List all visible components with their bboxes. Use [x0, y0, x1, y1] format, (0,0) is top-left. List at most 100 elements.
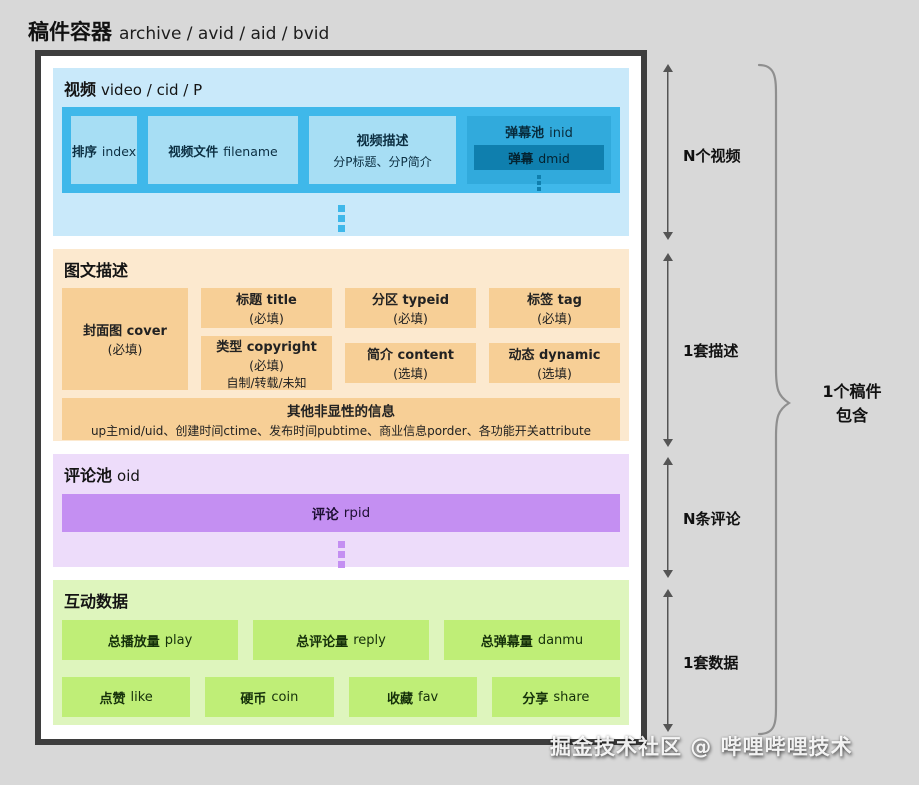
page-title-zh: 稿件容器	[28, 20, 112, 44]
tag-box: 标签 tag (必填)	[489, 288, 620, 328]
box-label-zh: 总评论量	[296, 634, 349, 650]
box-title: 类型 copyright	[216, 339, 317, 355]
box-subtitle: (必填)	[537, 311, 572, 326]
content-box: 简介 content (选填)	[345, 343, 476, 383]
dot	[337, 215, 345, 222]
title-box: 标题 title (必填)	[201, 288, 332, 328]
box-label-zh: 视频文件	[168, 143, 219, 159]
desc-set-label: 1套描述	[683, 342, 739, 360]
danmaku-pool-box: 弹幕池 inid 弹幕 dmid	[467, 116, 611, 191]
box-label-en: reply	[353, 632, 386, 648]
box-label-en: inid	[549, 126, 573, 141]
box-label-zh: 点赞	[99, 691, 126, 707]
box-label-en: coin	[271, 689, 299, 705]
box-title: 其他非显性的信息	[287, 403, 395, 420]
box-label-en: play	[164, 632, 193, 648]
box-title: 简介 content	[367, 348, 454, 363]
box-label-zh: 总播放量	[107, 634, 160, 650]
description-section-title-zh: 图文描述	[64, 261, 129, 280]
dynamic-box: 动态 dynamic (选填)	[489, 343, 620, 383]
box-label-zh: 收藏	[386, 691, 413, 707]
fav-box: 收藏 fav	[348, 677, 477, 717]
typeid-box: 分区 typeid (必填)	[345, 288, 476, 328]
box-title: 标题 title	[236, 293, 297, 308]
video-desc-box: 视频描述 分P标题、分P简介	[309, 116, 456, 184]
data-set-label: 1套数据	[683, 654, 739, 672]
box-title: 动态 dynamic	[508, 348, 601, 363]
box-label-zh: 排序	[71, 143, 97, 159]
box-title: 分区 typeid	[371, 293, 450, 308]
n-comments-label: N条评论	[683, 510, 741, 528]
page-title-en: archive / avid / aid / bvid	[119, 24, 330, 44]
cover-box: 封面图 cover (必填)	[62, 288, 188, 390]
box-label-en: dmid	[538, 151, 570, 166]
comment-section-title-zh: 评论池	[64, 466, 113, 485]
danmaku-pool-title: 弹幕池 inid	[505, 122, 573, 141]
box-label-zh: 弹幕池	[505, 126, 545, 141]
box-subtitle: (必填)	[107, 342, 143, 357]
dot	[337, 551, 345, 558]
group-brace-icon	[757, 63, 792, 736]
box-label-zh: 分享	[522, 691, 549, 707]
brace-label: 1个稿件 包含	[812, 380, 892, 428]
box-label-en: index	[101, 143, 137, 159]
box-note: 自制/转载/未知	[226, 375, 307, 390]
description-section-title: 图文描述	[64, 257, 620, 281]
box-title: 封面图 cover	[83, 324, 167, 339]
video-section-title-en: video / cid / P	[101, 81, 203, 99]
watermark: 掘金技术社区 @ 哔哩哔哩技术	[550, 735, 853, 759]
desc-set-arrow	[662, 253, 674, 447]
dot	[337, 225, 345, 232]
box-label-zh: 硬币	[240, 691, 267, 707]
box-label-zh: 弹幕	[508, 151, 534, 166]
comment-ellipsis	[337, 541, 345, 568]
dot	[537, 175, 541, 179]
box-subtitle: 分P标题、分P简介	[333, 155, 432, 169]
dot	[337, 561, 345, 568]
box-label-en: fav	[418, 689, 439, 705]
brace-label-line2: 包含	[835, 406, 868, 425]
comment-section-title-en: oid	[117, 467, 140, 485]
video-section-title-zh: 视频	[64, 80, 97, 99]
copyright-box: 类型 copyright (必填) 自制/转载/未知	[201, 336, 332, 390]
other-info-box: 其他非显性的信息 up主mid/uid、创建时间ctime、发布时间pubtim…	[62, 398, 620, 440]
box-subtitle: (必填)	[249, 311, 284, 326]
danmaku-ellipsis	[537, 175, 541, 191]
box-title: 视频描述	[356, 134, 409, 149]
dot	[537, 187, 541, 191]
video-ellipsis	[337, 205, 345, 232]
box-subtitle: (必填)	[249, 357, 284, 373]
box-subtitle: up主mid/uid、创建时间ctime、发布时间pubtime、商业信息por…	[90, 423, 592, 438]
description-section: 图文描述 封面图 cover (必填) 标题 title (必填) 分区 typ…	[53, 249, 629, 441]
dot	[337, 205, 345, 212]
dot	[337, 541, 345, 548]
description-grid: 封面图 cover (必填) 标题 title (必填) 分区 typeid (…	[62, 288, 620, 440]
box-title: 标签 tag	[527, 293, 582, 308]
data-section-title-zh: 互动数据	[64, 592, 129, 611]
n-comments-arrow	[662, 457, 674, 578]
danmaku-box: 弹幕 dmid	[474, 145, 604, 170]
box-label-en: share	[553, 689, 590, 705]
brace-label-line1: 1个稿件	[822, 382, 882, 401]
box-label-en: filename	[223, 143, 278, 159]
